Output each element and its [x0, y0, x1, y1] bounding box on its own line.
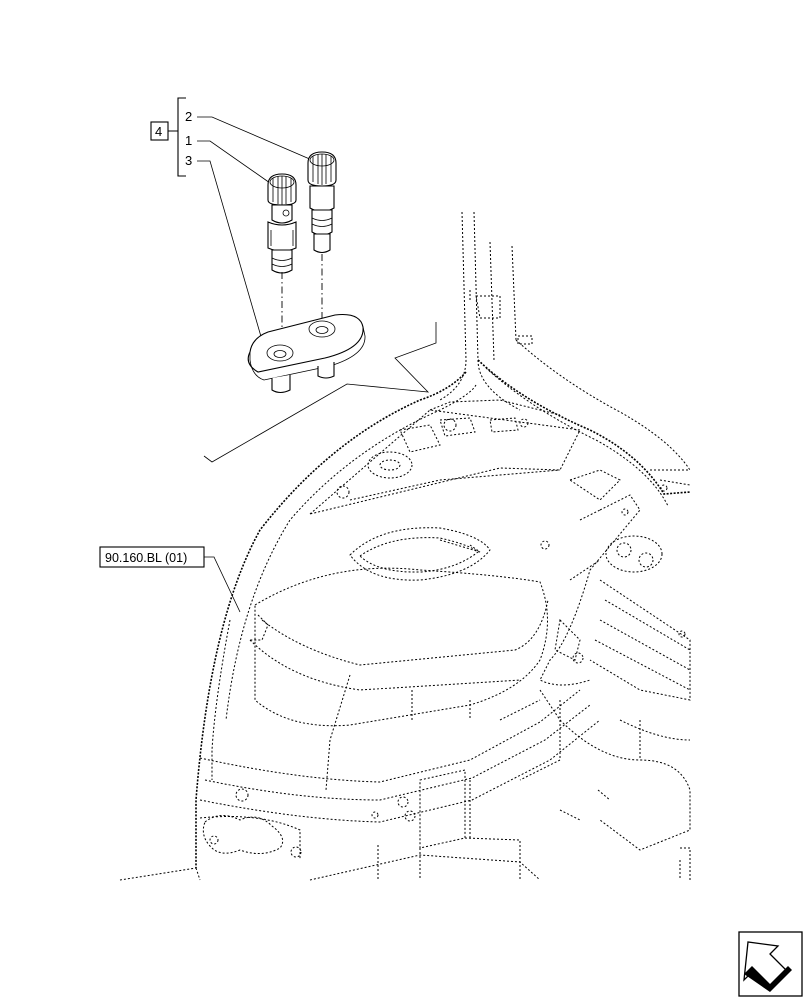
reference-label: 90.160.BL (01) [105, 551, 187, 565]
headliner-contour [254, 567, 548, 727]
cab-roof-assembly [119, 211, 691, 881]
leader-line-3 [197, 160, 263, 341]
bulb-socket-part-2 [307, 151, 337, 254]
front-header [199, 689, 581, 783]
dome-light [367, 451, 413, 479]
leader-line-1 [197, 140, 271, 184]
roof-outer-edge [195, 371, 467, 868]
next-page-arrow-icon[interactable] [738, 931, 803, 997]
leader-line-2 [197, 116, 313, 161]
callout-label-1: 1 [185, 133, 192, 148]
kit-number: 4 [155, 124, 162, 139]
mounting-plate-part-3 [247, 313, 366, 394]
pillar-outline [439, 211, 521, 411]
callout-label-3: 3 [185, 153, 192, 168]
kit-bracket [168, 97, 186, 177]
frame-box [419, 769, 521, 880]
callout-label-2: 2 [185, 109, 192, 124]
side-console [539, 494, 641, 686]
installation-leader-line [203, 322, 437, 463]
kit-callout-group: 4 2 1 3 [150, 97, 313, 341]
reference-leader-line [204, 556, 241, 613]
reference-callout: 90.160.BL (01) [99, 546, 241, 613]
roof-panel [309, 409, 581, 515]
lower-panel [199, 816, 301, 860]
bulb-socket-part-1 [267, 173, 297, 274]
